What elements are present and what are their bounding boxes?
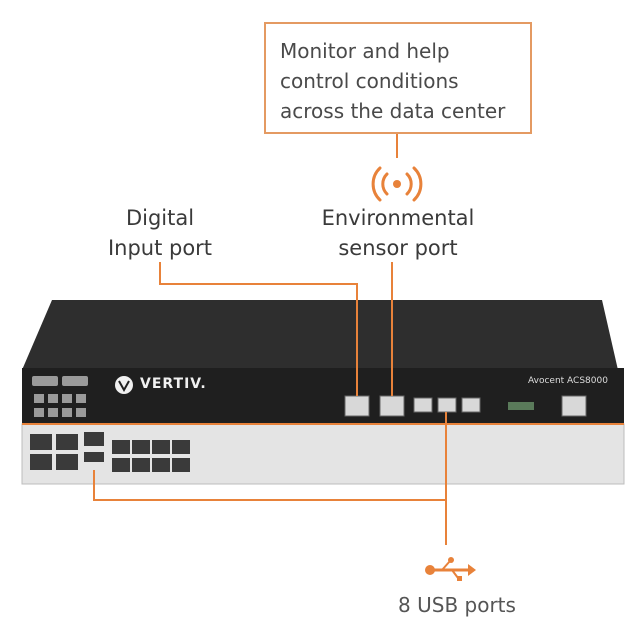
usb-pointer-front bbox=[93, 470, 446, 501]
pointer-lines bbox=[22, 262, 624, 545]
usb-port bbox=[461, 397, 481, 413]
env-label-line-2: sensor port bbox=[338, 236, 458, 260]
digital-input-port-label: Digital Input port bbox=[92, 203, 228, 263]
callout-line-3: across the data center bbox=[280, 99, 506, 123]
callout-line-1: Monitor and help bbox=[280, 39, 450, 63]
vertiv-logo-icon bbox=[115, 376, 133, 394]
digital-input-label-line-1: Digital bbox=[125, 206, 195, 230]
monitor-callout-box: Monitor and help control conditions acro… bbox=[264, 22, 532, 134]
brand-name: VERTIV. bbox=[140, 376, 207, 392]
digital-input-label-line-2: Input port bbox=[107, 236, 213, 260]
callout-line-2: control conditions bbox=[280, 69, 459, 93]
status-display bbox=[508, 402, 534, 410]
ethernet-port bbox=[561, 395, 587, 417]
usb-icon bbox=[425, 557, 476, 581]
usb-ports-label: 8 USB ports bbox=[398, 593, 516, 617]
device-model: Avocent ACS8000 bbox=[528, 376, 608, 386]
digital-input-pointer bbox=[159, 262, 358, 396]
chassis-top bbox=[22, 300, 618, 370]
wireless-signal-icon bbox=[371, 166, 423, 202]
usb-port bbox=[437, 397, 457, 413]
usb-port bbox=[413, 397, 433, 413]
environmental-sensor-port-label: Environmental sensor port bbox=[298, 203, 498, 263]
environmental-sensor-port bbox=[379, 395, 405, 417]
digital-input-port bbox=[344, 395, 370, 417]
env-label-line-1: Environmental bbox=[321, 206, 475, 230]
front-panel-ports bbox=[30, 432, 190, 472]
front-status-buttons bbox=[32, 376, 88, 417]
